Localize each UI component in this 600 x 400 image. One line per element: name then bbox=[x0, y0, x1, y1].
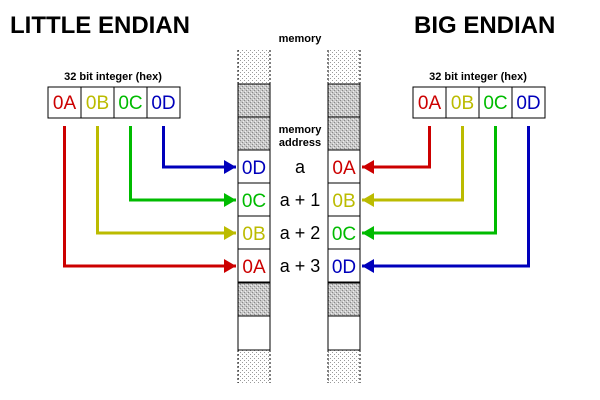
little-endian-integer-byte: 0A bbox=[53, 93, 77, 114]
little-endian-unused-cell bbox=[237, 83, 271, 118]
little-endian-title: LITTLE ENDIAN bbox=[10, 12, 190, 39]
integer-box-little-endian: 0A 0B 0C 0D bbox=[47, 86, 181, 119]
little-endian-memory-byte: 0C bbox=[242, 191, 266, 212]
big-endian-integer-byte: 0A bbox=[418, 93, 442, 114]
big-endian-memory-cell bbox=[327, 182, 361, 217]
big-endian-unused-cell bbox=[327, 116, 361, 151]
memory-column-big-endian: 0A 0B 0C 0D bbox=[327, 50, 361, 383]
big-endian-arrow-head bbox=[362, 259, 374, 273]
big-endian-memory-cell bbox=[327, 215, 361, 250]
little-endian-integer-byte: 0B bbox=[86, 93, 109, 114]
address-label: a + 1 bbox=[280, 190, 321, 210]
big-endian-unused-cell bbox=[327, 83, 361, 118]
little-endian-integer-cell bbox=[146, 86, 181, 119]
little-endian-arrow bbox=[129, 126, 236, 202]
little-endian-arrow bbox=[162, 126, 236, 169]
address-label: a + 3 bbox=[280, 256, 321, 276]
big-endian-memory-cell bbox=[327, 149, 361, 184]
big-endian-arrow bbox=[362, 126, 497, 235]
little-endian-arrow-head bbox=[224, 259, 236, 273]
little-endian-memory-byte: 0B bbox=[242, 224, 265, 245]
big-endian-memory-byte: 0C bbox=[332, 224, 356, 245]
integer-box-big-endian: 0A 0B 0C 0D bbox=[412, 86, 546, 119]
little-endian-memory-byte: 0D bbox=[242, 158, 266, 179]
little-endian-memory-cell bbox=[237, 248, 271, 283]
address-label: a bbox=[295, 157, 306, 177]
big-endian-integer-cell bbox=[511, 86, 546, 119]
little-endian-empty-cell bbox=[237, 315, 271, 351]
little-endian-unused-cell bbox=[237, 282, 271, 317]
memory-label: memory bbox=[279, 33, 323, 45]
big-endian-memory-byte: 0B bbox=[332, 191, 355, 212]
little-endian-unused-cell bbox=[237, 116, 271, 151]
big-endian-unused-cell bbox=[327, 282, 361, 317]
memory-address-label-line2: address bbox=[279, 137, 321, 149]
address-labels: a a + 1 a + 2 a + 3 bbox=[280, 157, 321, 276]
integer-label-right: 32 bit integer (hex) bbox=[429, 71, 527, 83]
memory-column-little-endian: 0D 0C 0B 0A bbox=[237, 50, 271, 383]
little-endian-integer-byte: 0C bbox=[118, 93, 142, 114]
big-endian-arrow bbox=[362, 126, 464, 202]
little-endian-arrow-head bbox=[224, 226, 236, 240]
little-endian-memory-byte: 0A bbox=[242, 257, 266, 278]
big-endian-arrow-head bbox=[362, 160, 374, 174]
big-endian-memory-cell bbox=[327, 248, 361, 283]
arrows-little-endian bbox=[63, 126, 236, 273]
big-endian-integer-byte: 0B bbox=[451, 93, 474, 114]
little-endian-memory-cell bbox=[237, 215, 271, 250]
little-endian-arrow bbox=[63, 126, 236, 268]
big-endian-arrow bbox=[362, 126, 530, 268]
big-endian-title: BIG ENDIAN bbox=[414, 12, 555, 39]
little-endian-memory-cell bbox=[237, 149, 271, 184]
big-endian-integer-byte: 0C bbox=[483, 93, 507, 114]
little-endian-arrow-head bbox=[224, 193, 236, 207]
little-endian-arrow-head bbox=[224, 160, 236, 174]
little-endian-memory-cell bbox=[237, 182, 271, 217]
big-endian-memory-byte: 0A bbox=[332, 158, 356, 179]
address-label: a + 2 bbox=[280, 223, 321, 243]
integer-label-left: 32 bit integer (hex) bbox=[64, 71, 162, 83]
arrows-big-endian bbox=[362, 126, 530, 273]
big-endian-arrow-head bbox=[362, 193, 374, 207]
little-endian-arrow bbox=[96, 126, 236, 235]
big-endian-integer-byte: 0D bbox=[516, 93, 540, 114]
memory-address-label-line1: memory bbox=[279, 124, 323, 136]
big-endian-memory-byte: 0D bbox=[332, 257, 356, 278]
little-endian-integer-byte: 0D bbox=[151, 93, 175, 114]
big-endian-arrow bbox=[362, 126, 431, 169]
big-endian-empty-cell bbox=[327, 315, 361, 351]
big-endian-arrow-head bbox=[362, 226, 374, 240]
